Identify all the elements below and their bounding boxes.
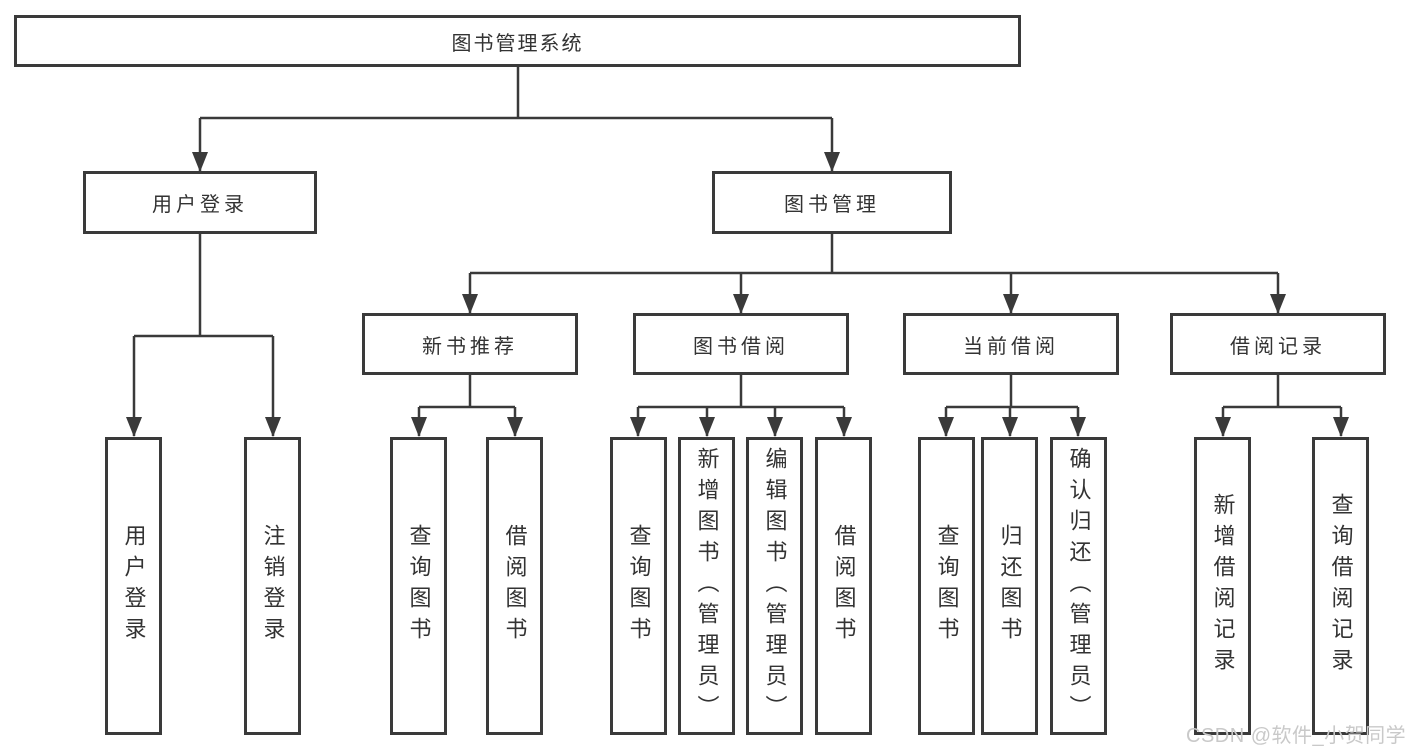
leaf-user-login: 用户登录 [105,437,162,735]
leaf-user-login-label: 用户登录 [121,524,147,648]
node-current-borrow-label: 当前借阅 [963,335,1059,358]
node-root: 图书管理系统 [14,15,1021,67]
node-book-management-label: 图书管理 [784,194,880,216]
leaf-borrow-add-books-label: 新增图书（管理员） [694,446,720,726]
node-user-login: 用户登录 [83,171,317,234]
node-borrow-records-label: 借阅记录 [1230,335,1326,358]
node-book-management: 图书管理 [712,171,952,234]
leaf-records-add-record: 新增借阅记录 [1194,437,1251,735]
leaf-borrow-borrow-books: 借阅图书 [815,437,872,735]
leaf-logout: 注销登录 [244,437,301,735]
node-book-borrow-label: 图书借阅 [693,335,789,358]
node-book-borrow: 图书借阅 [633,313,849,375]
leaf-borrow-edit-books: 编辑图书（管理员） [746,437,803,735]
node-new-book-recommend-label: 新书推荐 [422,335,518,358]
node-new-book-recommend: 新书推荐 [362,313,578,375]
leaf-current-confirm-return: 确认归还（管理员） [1050,437,1107,735]
leaf-current-confirm-return-label: 确认归还（管理员） [1066,446,1092,726]
leaf-borrow-query-books-label: 查询图书 [626,524,652,648]
node-borrow-records: 借阅记录 [1170,313,1386,375]
leaf-borrow-edit-books-label: 编辑图书（管理员） [762,446,788,726]
leaf-records-query-record-label: 查询借阅记录 [1328,493,1354,679]
leaf-records-query-record: 查询借阅记录 [1312,437,1369,735]
leaf-records-add-record-label: 新增借阅记录 [1210,493,1236,679]
leaf-recommend-borrow-books: 借阅图书 [486,437,543,735]
leaf-recommend-query-books: 查询图书 [390,437,447,735]
leaf-recommend-query-books-label: 查询图书 [406,524,432,648]
leaf-current-return-books-label: 归还图书 [997,524,1023,648]
leaf-current-query-books: 查询图书 [918,437,975,735]
leaf-borrow-query-books: 查询图书 [610,437,667,735]
leaf-recommend-borrow-books-label: 借阅图书 [502,524,528,648]
node-user-login-label: 用户登录 [152,194,248,216]
leaf-current-return-books: 归还图书 [981,437,1038,735]
leaf-current-query-books-label: 查询图书 [934,524,960,648]
leaf-borrow-add-books: 新增图书（管理员） [678,437,735,735]
node-root-label: 图书管理系统 [451,32,584,55]
leaf-borrow-borrow-books-label: 借阅图书 [831,524,857,648]
node-current-borrow: 当前借阅 [903,313,1119,375]
watermark: CSDN @软件_小贺同学 [1186,725,1405,747]
leaf-logout-label: 注销登录 [260,524,286,648]
